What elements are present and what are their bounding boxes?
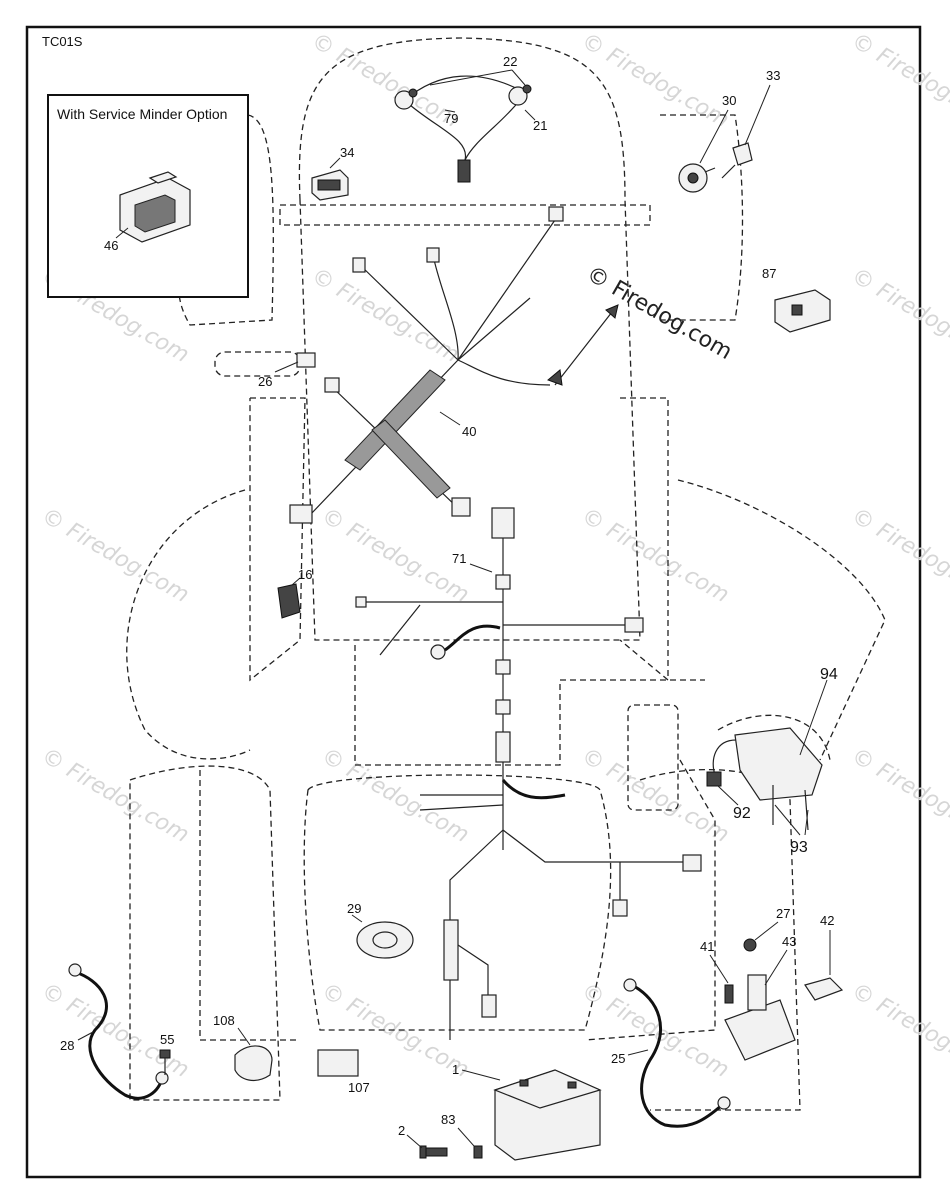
switch-16 bbox=[277, 583, 301, 619]
svg-text:33: 33 bbox=[766, 68, 780, 83]
module-107 bbox=[317, 1049, 359, 1077]
relay-87 bbox=[774, 289, 831, 333]
svg-text:© Firedog.com: © Firedog.com bbox=[37, 744, 193, 849]
svg-text:21: 21 bbox=[533, 118, 547, 133]
svg-text:© Firedog.com: © Firedog.com bbox=[37, 979, 193, 1084]
svg-text:34: 34 bbox=[340, 145, 354, 160]
bolt-55 bbox=[159, 1049, 171, 1075]
svg-text:93: 93 bbox=[790, 839, 808, 856]
svg-text:42: 42 bbox=[820, 913, 834, 928]
svg-text:107: 107 bbox=[348, 1080, 370, 1095]
svg-text:© Firedog.com: © Firedog.com bbox=[577, 504, 733, 609]
svg-text:© Firedog.com: © Firedog.com bbox=[847, 979, 950, 1084]
svg-text:© Firedog.com: © Firedog.com bbox=[37, 504, 193, 609]
harness-71 bbox=[355, 507, 702, 1040]
svg-text:© Firedog.com: © Firedog.com bbox=[307, 29, 463, 134]
svg-text:30: 30 bbox=[722, 93, 736, 108]
key-33 bbox=[721, 142, 753, 179]
svg-text:1: 1 bbox=[452, 1062, 459, 1077]
svg-text:© Firedog.com: © Firedog.com bbox=[847, 264, 950, 369]
svg-text:94: 94 bbox=[820, 666, 838, 683]
cable-25 bbox=[623, 978, 731, 1128]
headlight-harness bbox=[394, 75, 532, 183]
svg-text:© Firedog.com: © Firedog.com bbox=[317, 504, 473, 609]
grommet-27 bbox=[743, 938, 757, 952]
svg-text:© Firedog.com: © Firedog.com bbox=[847, 29, 950, 134]
svg-text:28: 28 bbox=[60, 1038, 74, 1053]
watermark-main: © Firedog.com bbox=[582, 262, 736, 365]
bolt-2 bbox=[419, 1145, 448, 1159]
svg-text:83: 83 bbox=[441, 1112, 455, 1127]
svg-text:43: 43 bbox=[782, 934, 796, 949]
battery-1 bbox=[493, 1069, 602, 1161]
connector-26 bbox=[296, 352, 316, 368]
svg-text:92: 92 bbox=[733, 805, 751, 822]
boot-42 bbox=[804, 977, 844, 1001]
svg-text:25: 25 bbox=[611, 1051, 625, 1066]
svg-text:41: 41 bbox=[700, 939, 714, 954]
svg-text:© Firedog.com: © Firedog.com bbox=[317, 744, 473, 849]
horn-29 bbox=[356, 921, 414, 959]
service-minder-inset: With Service Minder Option 46 bbox=[47, 94, 249, 298]
diagram-frame bbox=[25, 25, 922, 1179]
solenoid-108 bbox=[234, 1045, 273, 1082]
switch-34 bbox=[311, 169, 349, 201]
svg-text:29: 29 bbox=[347, 901, 361, 916]
svg-text:46: 46 bbox=[104, 238, 118, 253]
tractor-outline bbox=[126, 37, 886, 1111]
cable-28 bbox=[68, 963, 169, 1100]
svg-text:87: 87 bbox=[762, 266, 776, 281]
seat-switch-94 bbox=[706, 727, 823, 831]
svg-text:With Service Minder Option: With Service Minder Option bbox=[57, 106, 227, 122]
svg-text:71: 71 bbox=[452, 551, 466, 566]
svg-text:© Firedog.com: © Firedog.com bbox=[847, 504, 950, 609]
main-harness-40 bbox=[289, 206, 619, 524]
svg-text:2: 2 bbox=[398, 1123, 405, 1138]
svg-text:© Firedog.com: © Firedog.com bbox=[577, 744, 733, 849]
svg-text:16: 16 bbox=[298, 567, 312, 582]
ignition-switch-30 bbox=[678, 163, 716, 193]
svg-text:40: 40 bbox=[462, 424, 476, 439]
svg-text:27: 27 bbox=[776, 906, 790, 921]
svg-text:55: 55 bbox=[160, 1032, 174, 1047]
svg-text:26: 26 bbox=[258, 374, 272, 389]
bracket-43 bbox=[724, 974, 796, 1061]
svg-text:© Firedog.com: © Firedog.com bbox=[847, 744, 950, 849]
diagram-code: TC01S bbox=[42, 34, 83, 49]
svg-text:22: 22 bbox=[503, 54, 517, 69]
svg-text:108: 108 bbox=[213, 1013, 235, 1028]
nut-83 bbox=[473, 1145, 483, 1159]
svg-text:79: 79 bbox=[444, 111, 458, 126]
service-minder-module bbox=[119, 171, 191, 243]
bolt-41 bbox=[724, 984, 734, 1004]
